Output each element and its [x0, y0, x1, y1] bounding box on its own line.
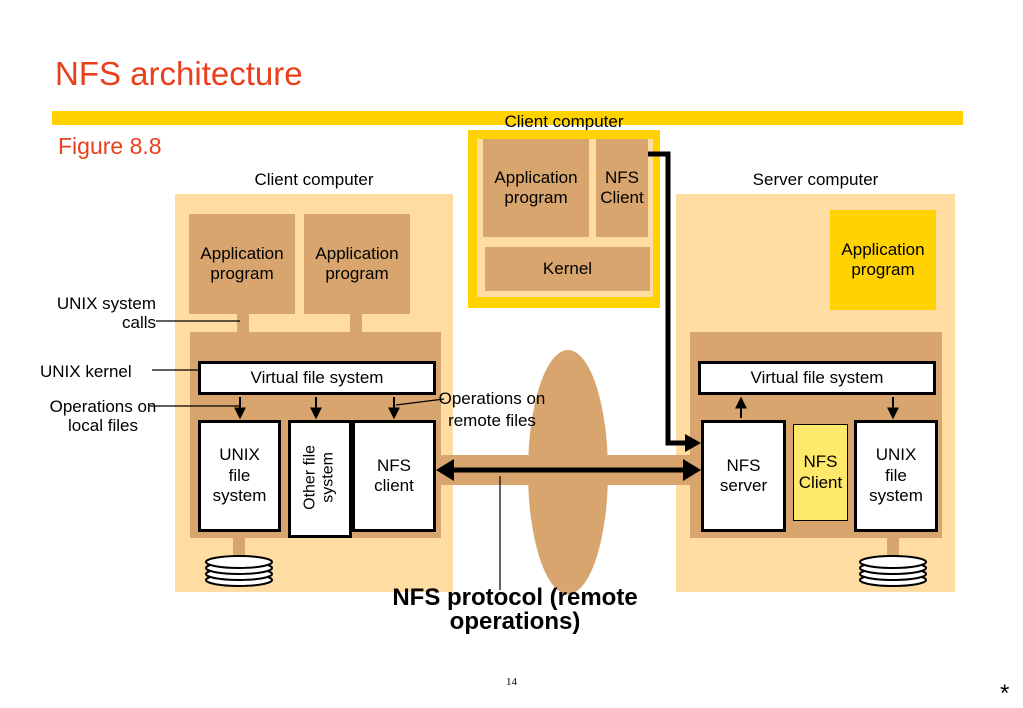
ops-local-label: Operations on local files — [49, 397, 157, 436]
inset-nfs-path — [648, 151, 688, 446]
page-title: NFS architecture — [55, 55, 303, 92]
server-nfs-server: NFS server — [701, 420, 786, 532]
server-unix-file-system: UNIX file system — [854, 420, 938, 532]
server-disk-connector — [887, 536, 899, 556]
protocol-arrowhead-right — [683, 459, 701, 481]
inset-nfs-client: NFS Client — [596, 139, 648, 237]
server-nfs-client: NFS Client — [793, 424, 848, 521]
unix-kernel-label: UNIX kernel — [40, 362, 132, 381]
client-application-program-1: Application program — [189, 214, 295, 314]
figure-label: Figure 8.8 — [58, 133, 162, 159]
server-virtual-file-system: Virtual file system — [698, 361, 936, 395]
client-disk-icon — [205, 555, 273, 587]
client-computer-label: Client computer — [254, 170, 374, 189]
server-application-program: Application program — [830, 210, 936, 310]
protocol-arrowhead-left — [436, 459, 454, 481]
unix-system-calls-label: UNIX system calls — [56, 294, 156, 333]
inset-nfs-path-arrowhead — [685, 434, 701, 452]
client-unix-file-system: UNIX file system — [198, 420, 281, 532]
ops-remote-leader — [395, 398, 445, 406]
footer-asterisk: * — [1000, 680, 1010, 707]
inset-application-program: Application program — [483, 139, 589, 237]
title-band — [52, 111, 963, 125]
inset-kernel: Kernel — [485, 247, 650, 291]
inset-client-label: Client computer — [504, 112, 624, 131]
ops-remote-label: Operations on remote files — [438, 389, 546, 431]
client-nfs-client: NFS client — [352, 420, 436, 532]
client-app1-connector — [237, 312, 249, 334]
client-app2-connector — [350, 312, 362, 334]
client-disk-connector — [233, 536, 245, 556]
client-application-program-2: Application program — [304, 214, 410, 314]
nfs-protocol-label: NFS protocol (remote operations) — [392, 584, 638, 635]
client-other-file-system: Other file system — [288, 420, 352, 538]
server-computer-label: Server computer — [752, 170, 879, 189]
server-disk-icon — [859, 555, 927, 587]
client-virtual-file-system: Virtual file system — [198, 361, 436, 395]
page-number: 14 — [506, 676, 517, 688]
